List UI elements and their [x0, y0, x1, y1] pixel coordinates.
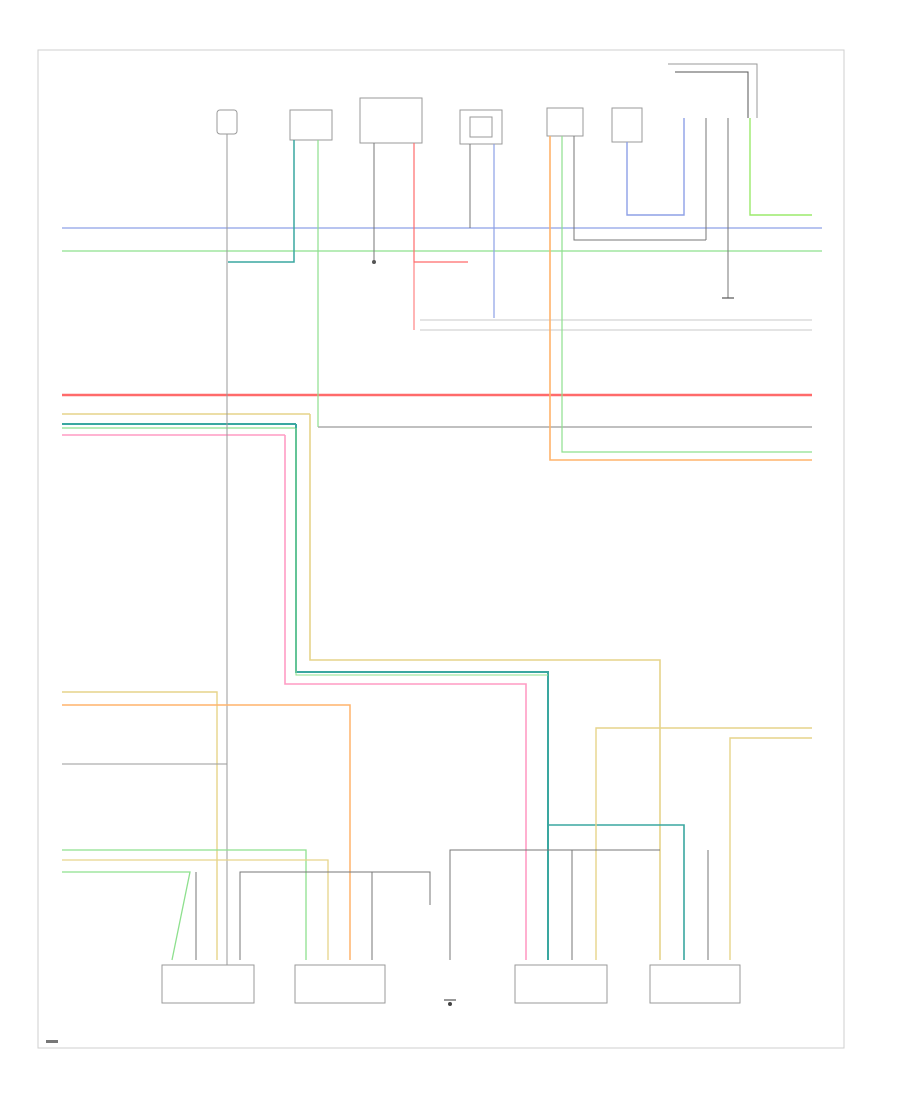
splice-bracket — [675, 71, 749, 118]
page-label-mark — [46, 1040, 58, 1043]
routed-bundle — [284, 414, 812, 1006]
wire-tan-left-2 — [62, 859, 329, 960]
wire-tan-left — [62, 691, 218, 960]
component-module-3 — [546, 107, 584, 137]
component-switch — [359, 97, 423, 144]
wire-lightgreen — [749, 118, 812, 216]
wire-teal-1 — [228, 140, 295, 263]
module-bottom-2 — [294, 964, 386, 1004]
wire-orange-left — [62, 704, 351, 960]
diagram-frame — [37, 49, 845, 1049]
wire-black-4 — [449, 849, 660, 960]
module-bottom-3 — [514, 964, 608, 1004]
horizontal-buses — [62, 227, 822, 436]
module-bottom-4 — [649, 964, 741, 1004]
wire-green-2 — [561, 136, 812, 453]
component-module-4 — [611, 107, 643, 143]
wire-switch-red — [413, 143, 468, 263]
wire-tan-right-1 — [595, 727, 812, 960]
ground-point-2 — [448, 1002, 452, 1006]
wire-tan-right-2 — [729, 737, 812, 960]
wire-black-1 — [573, 136, 706, 241]
bottom-modules — [161, 964, 741, 1004]
splice-bracket-outer — [668, 63, 758, 118]
vertical-wires-top — [226, 118, 812, 1000]
splice-dot-1 — [372, 260, 376, 264]
wire-orange — [549, 136, 812, 461]
wire-green-left-1 — [62, 849, 307, 960]
component-module-2-inner — [469, 116, 493, 138]
top-components — [216, 63, 758, 145]
wire-tan-route — [309, 414, 661, 960]
wire-teal-route — [295, 424, 549, 960]
wire-pink-route — [284, 435, 527, 960]
left-connector-wires — [62, 691, 431, 961]
wire-green-left-2 — [62, 871, 191, 961]
module-bottom-1 — [161, 964, 255, 1004]
wire-blue-loop — [626, 118, 685, 216]
component-sensor-1 — [216, 109, 238, 135]
wire-black-bridge — [239, 871, 431, 960]
wire-teal-stripe-route — [295, 428, 548, 676]
wire-teal-branch — [548, 824, 685, 960]
component-module-1 — [289, 109, 333, 141]
